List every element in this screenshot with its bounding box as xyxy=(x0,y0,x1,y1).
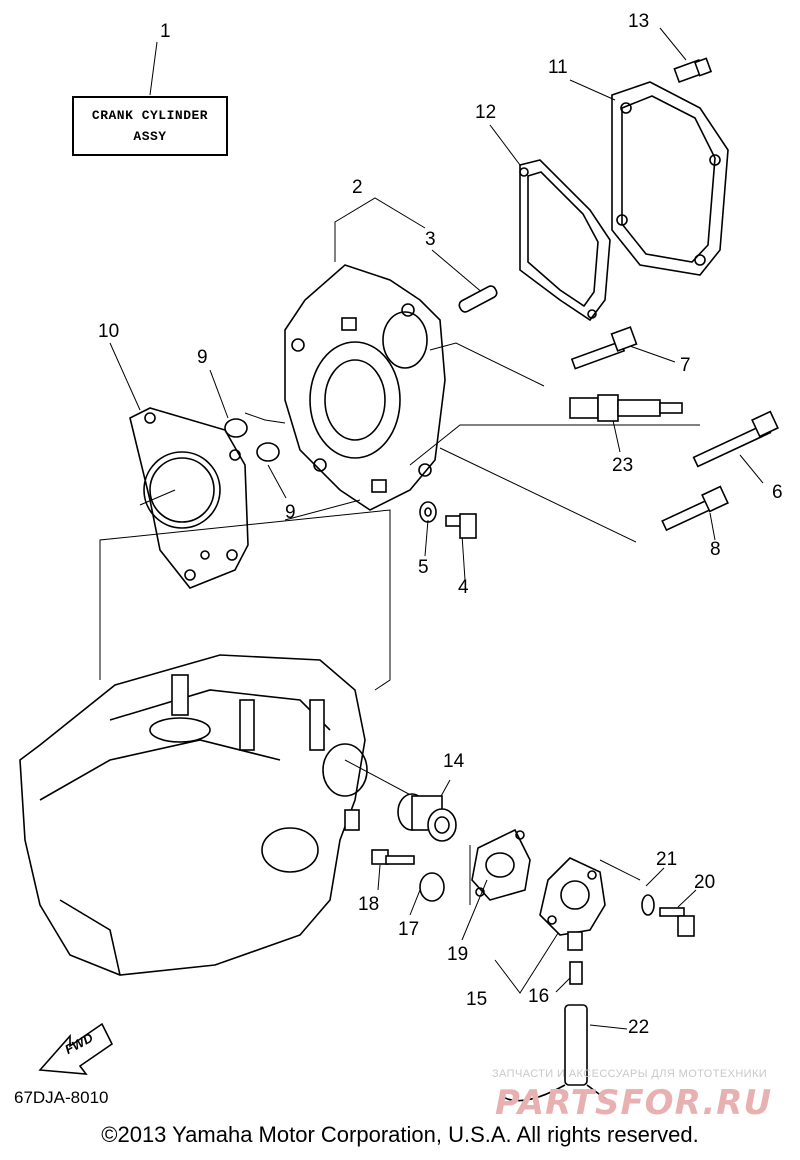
callout-20: 20 xyxy=(694,872,716,893)
callout-5: 5 xyxy=(418,557,429,578)
thermostat-14 xyxy=(397,793,457,842)
callout-3: 3 xyxy=(425,229,436,250)
spark-plug-23 xyxy=(569,394,683,422)
head-gasket-10 xyxy=(129,407,249,589)
gasket-19 xyxy=(471,828,531,901)
leader-lines xyxy=(109,27,764,1030)
callout-8: 8 xyxy=(710,539,721,560)
callout-9-top: 9 xyxy=(197,347,208,368)
callout-6: 6 xyxy=(772,482,783,503)
bolt-18 xyxy=(371,849,415,865)
callout-17: 17 xyxy=(398,919,420,940)
callout-9-bottom: 9 xyxy=(285,502,296,523)
exhaust-cover-11 xyxy=(611,81,729,276)
joint-16 xyxy=(569,961,583,985)
collar-9-bottom xyxy=(256,442,280,462)
collar-9-top xyxy=(224,418,248,438)
callout-13: 13 xyxy=(628,11,650,32)
washer-21 xyxy=(641,894,655,916)
callout-22: 22 xyxy=(628,1017,650,1038)
diagram-code: 67DJA-8010 xyxy=(14,1088,109,1107)
callout-23: 23 xyxy=(612,455,634,476)
callout-14: 14 xyxy=(443,751,465,772)
bolt-6 xyxy=(692,410,779,468)
bolt-7 xyxy=(570,326,638,370)
bolt-13 xyxy=(673,57,713,84)
assy-box-line-2: ASSY xyxy=(133,129,167,144)
callout-2: 2 xyxy=(352,177,363,198)
hose-22 xyxy=(499,1004,614,1104)
crankcase-block xyxy=(19,654,368,976)
callout-1: 1 xyxy=(160,21,171,42)
callout-11: 11 xyxy=(548,57,568,78)
callout-10: 10 xyxy=(98,321,120,342)
callout-12: 12 xyxy=(475,102,497,123)
bolt-4 xyxy=(445,513,477,539)
gasket-12 xyxy=(519,159,611,322)
callout-21: 21 xyxy=(656,849,678,870)
watermark-logo: PARTSFOR.RU xyxy=(495,1083,773,1123)
callout-19: 19 xyxy=(447,944,469,965)
callout-18: 18 xyxy=(358,894,380,915)
copyright-notice: ©2013 Yamaha Motor Corporation, U.S.A. A… xyxy=(101,1122,699,1147)
bolt-8 xyxy=(661,485,729,532)
collar-17 xyxy=(419,872,445,902)
thermostat-cover-15 xyxy=(539,857,606,951)
callout-16: 16 xyxy=(528,986,550,1007)
dowel-pin-3 xyxy=(458,285,498,313)
fwd-arrow-icon xyxy=(38,1022,114,1075)
reference-outline xyxy=(99,509,641,905)
cylinder-head-2 xyxy=(284,264,446,511)
watermark-subtitle: ЗАПЧАСТИ И АКСЕССУАРЫ ДЛЯ МОТОТЕХНИКИ xyxy=(492,1068,768,1080)
washer-5 xyxy=(419,501,437,523)
callout-4: 4 xyxy=(458,577,469,598)
callout-15: 15 xyxy=(466,989,488,1010)
assy-box-line-1: CRANK CYLINDER xyxy=(91,108,209,123)
callout-7: 7 xyxy=(680,355,691,376)
bolt-20 xyxy=(659,907,695,937)
crank-cylinder-assy-box: CRANK CYLINDER ASSY xyxy=(72,96,228,156)
